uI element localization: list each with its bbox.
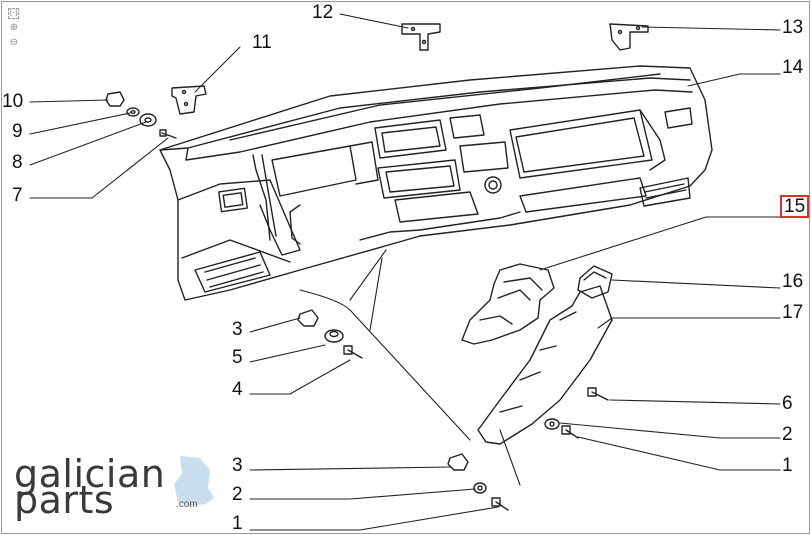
fasteners-bottom	[447, 453, 509, 511]
callout-2-right[interactable]: 2	[782, 424, 793, 445]
fasteners-right	[544, 387, 609, 439]
bracket-11	[171, 85, 207, 115]
fasteners-middle	[297, 309, 363, 359]
callout-15[interactable]: 15	[779, 195, 810, 218]
callout-5[interactable]: 5	[232, 347, 243, 368]
callout-16[interactable]: 16	[782, 271, 804, 292]
callout-7[interactable]: 7	[12, 185, 23, 206]
spain-map-icon	[174, 456, 214, 506]
logo-word-galician: galician	[14, 452, 166, 496]
callout-9[interactable]: 9	[12, 121, 23, 142]
callout-1-right[interactable]: 1	[782, 455, 793, 476]
callout-6[interactable]: 6	[782, 393, 793, 414]
callout-17[interactable]: 17	[782, 302, 804, 323]
leader-lines	[29, 13, 781, 531]
zoom-controls: [·] ⊕ ⊖	[8, 8, 24, 52]
galicianparts-logo: galician parts .com	[10, 452, 215, 522]
logo-domain: .com	[176, 499, 198, 510]
steering-shroud-upper-15	[461, 263, 555, 345]
callout-11[interactable]: 11	[252, 32, 272, 53]
bracket-12	[401, 23, 441, 51]
callout-14[interactable]: 14	[782, 57, 804, 78]
callout-8[interactable]: 8	[12, 152, 23, 173]
fasteners-top-left	[105, 91, 177, 139]
callout-12[interactable]: 12	[312, 2, 334, 23]
callout-1-bottom[interactable]: 1	[232, 513, 243, 534]
cap-16	[577, 265, 613, 299]
callout-4[interactable]: 4	[232, 379, 243, 400]
callout-2-bottom[interactable]: 2	[232, 484, 243, 505]
dashboard-body	[159, 65, 713, 301]
callout-3-bottom[interactable]: 3	[232, 455, 243, 476]
callout-3-middle[interactable]: 3	[232, 319, 243, 340]
zoom-reset-icon[interactable]: [·]	[8, 8, 19, 19]
bracket-13	[609, 23, 649, 51]
zoom-out-icon[interactable]: ⊖	[9, 37, 19, 48]
callout-10[interactable]: 10	[2, 91, 24, 112]
callout-13[interactable]: 13	[782, 17, 804, 38]
steering-shroud-lower-17	[477, 285, 613, 445]
logo-word-parts: parts	[14, 478, 115, 522]
zoom-in-icon[interactable]: ⊕	[9, 22, 19, 33]
